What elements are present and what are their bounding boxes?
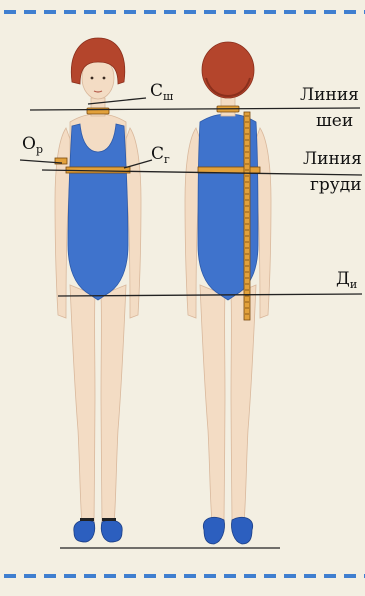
front-eye-left <box>91 77 94 80</box>
top-dash-strip <box>4 10 365 14</box>
strip-dash <box>24 10 36 14</box>
strip-dash <box>104 10 116 14</box>
strip-dash <box>84 574 96 578</box>
strip-dash <box>184 10 196 14</box>
front-right-leg <box>101 285 126 525</box>
front-left-strap <box>80 518 94 521</box>
strip-dash <box>64 574 76 578</box>
back-head <box>202 42 254 98</box>
strip-dash <box>104 574 116 578</box>
label-o-r: Ор <box>22 135 43 159</box>
back-left-shoe <box>203 517 224 544</box>
strip-dash <box>284 10 296 14</box>
front-left-leg <box>70 285 95 525</box>
chest-line-label-1: Линия <box>303 150 362 168</box>
strip-dash <box>124 10 136 14</box>
neck-measure-line <box>30 108 360 110</box>
strip-dash <box>44 574 56 578</box>
label-c-g: Сг <box>151 145 170 169</box>
neck-line-label-2: шеи <box>316 112 353 130</box>
strip-dash <box>164 10 176 14</box>
strip-dash <box>324 574 336 578</box>
front-right-shoe <box>101 520 122 542</box>
front-figure <box>55 38 141 542</box>
back-figure <box>185 42 271 544</box>
label-c-sh: Сш <box>150 82 173 106</box>
back-length-tape <box>244 112 250 320</box>
strip-dash <box>84 10 96 14</box>
strip-dash <box>324 10 336 14</box>
strip-dash <box>4 10 16 14</box>
strip-dash <box>204 10 216 14</box>
back-right-shoe <box>231 517 252 544</box>
strip-dash <box>44 10 56 14</box>
bottom-dash-strip <box>4 574 365 578</box>
strip-dash <box>244 574 256 578</box>
strip-dash <box>264 574 276 578</box>
strip-dash <box>124 574 136 578</box>
strip-dash <box>224 10 236 14</box>
strip-dash <box>244 10 256 14</box>
strip-dash <box>344 10 356 14</box>
strip-dash <box>4 574 16 578</box>
front-left-shoe <box>74 520 95 542</box>
strip-dash <box>204 574 216 578</box>
back-left-leg <box>200 285 225 522</box>
strip-dash <box>344 574 356 578</box>
chest-line-label-2: груди <box>310 176 362 194</box>
back-right-leg <box>231 285 256 522</box>
strip-dash <box>64 10 76 14</box>
strip-dash <box>24 574 36 578</box>
strip-dash <box>144 574 156 578</box>
strip-dash <box>184 574 196 578</box>
strip-dash <box>164 574 176 578</box>
neck-line-label-1: Линия <box>300 86 359 104</box>
label-d-i: Ди <box>336 270 357 294</box>
strip-dash <box>224 574 236 578</box>
strip-dash <box>284 574 296 578</box>
strip-dash <box>264 10 276 14</box>
strip-dash <box>304 574 316 578</box>
strip-dash <box>144 10 156 14</box>
front-right-strap <box>102 518 116 521</box>
front-eye-right <box>103 77 106 80</box>
strip-dash <box>304 10 316 14</box>
